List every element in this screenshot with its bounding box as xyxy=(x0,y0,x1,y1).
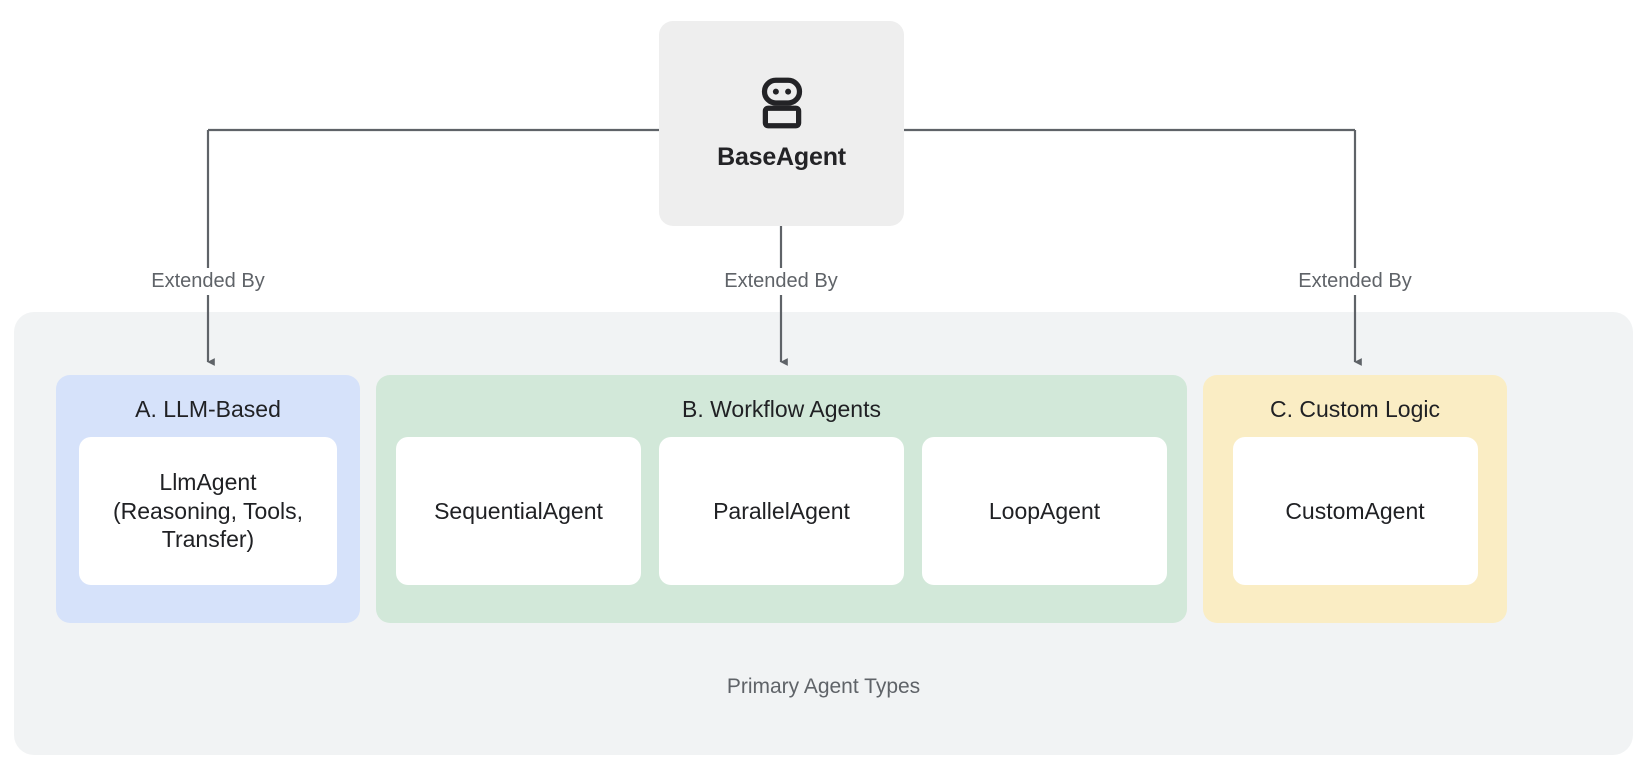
group-llm-based: A. LLM-Based LlmAgent(Reasoning, Tools,T… xyxy=(56,375,360,623)
edge-label-extended-by-llm: Extended By xyxy=(144,268,272,295)
card-loop-agent[interactable]: LoopAgent xyxy=(922,437,1167,585)
card-sequential-agent[interactable]: SequentialAgent xyxy=(396,437,641,585)
group-llm-based-title: A. LLM-Based xyxy=(135,396,281,422)
robot-icon xyxy=(761,77,802,129)
card-parallel-agent[interactable]: ParallelAgent xyxy=(659,437,904,585)
group-workflow-agents: B. Workflow Agents SequentialAgent Paral… xyxy=(376,375,1187,623)
node-base-agent-label: BaseAgent xyxy=(717,143,846,171)
primary-agent-types-caption: Primary Agent Types xyxy=(726,675,921,698)
card-llm-agent[interactable]: LlmAgent(Reasoning, Tools,Transfer) xyxy=(79,437,337,585)
card-custom-agent[interactable]: CustomAgent xyxy=(1232,437,1478,585)
group-workflow-agents-cards: SequentialAgent ParallelAgent LoopAgent xyxy=(375,437,1188,606)
edge-label-extended-by-workflow: Extended By xyxy=(717,268,845,295)
edge-label-extended-by-custom: Extended By xyxy=(1291,268,1419,295)
group-custom-logic-cards: CustomAgent xyxy=(1212,437,1499,606)
group-workflow-agents-title: B. Workflow Agents xyxy=(682,396,881,422)
group-llm-based-cards: LlmAgent(Reasoning, Tools,Transfer) xyxy=(58,437,358,606)
node-base-agent[interactable]: BaseAgent xyxy=(659,21,904,226)
group-custom-logic-title: C. Custom Logic xyxy=(1269,396,1440,422)
group-custom-logic: C. Custom Logic CustomAgent xyxy=(1203,375,1507,623)
